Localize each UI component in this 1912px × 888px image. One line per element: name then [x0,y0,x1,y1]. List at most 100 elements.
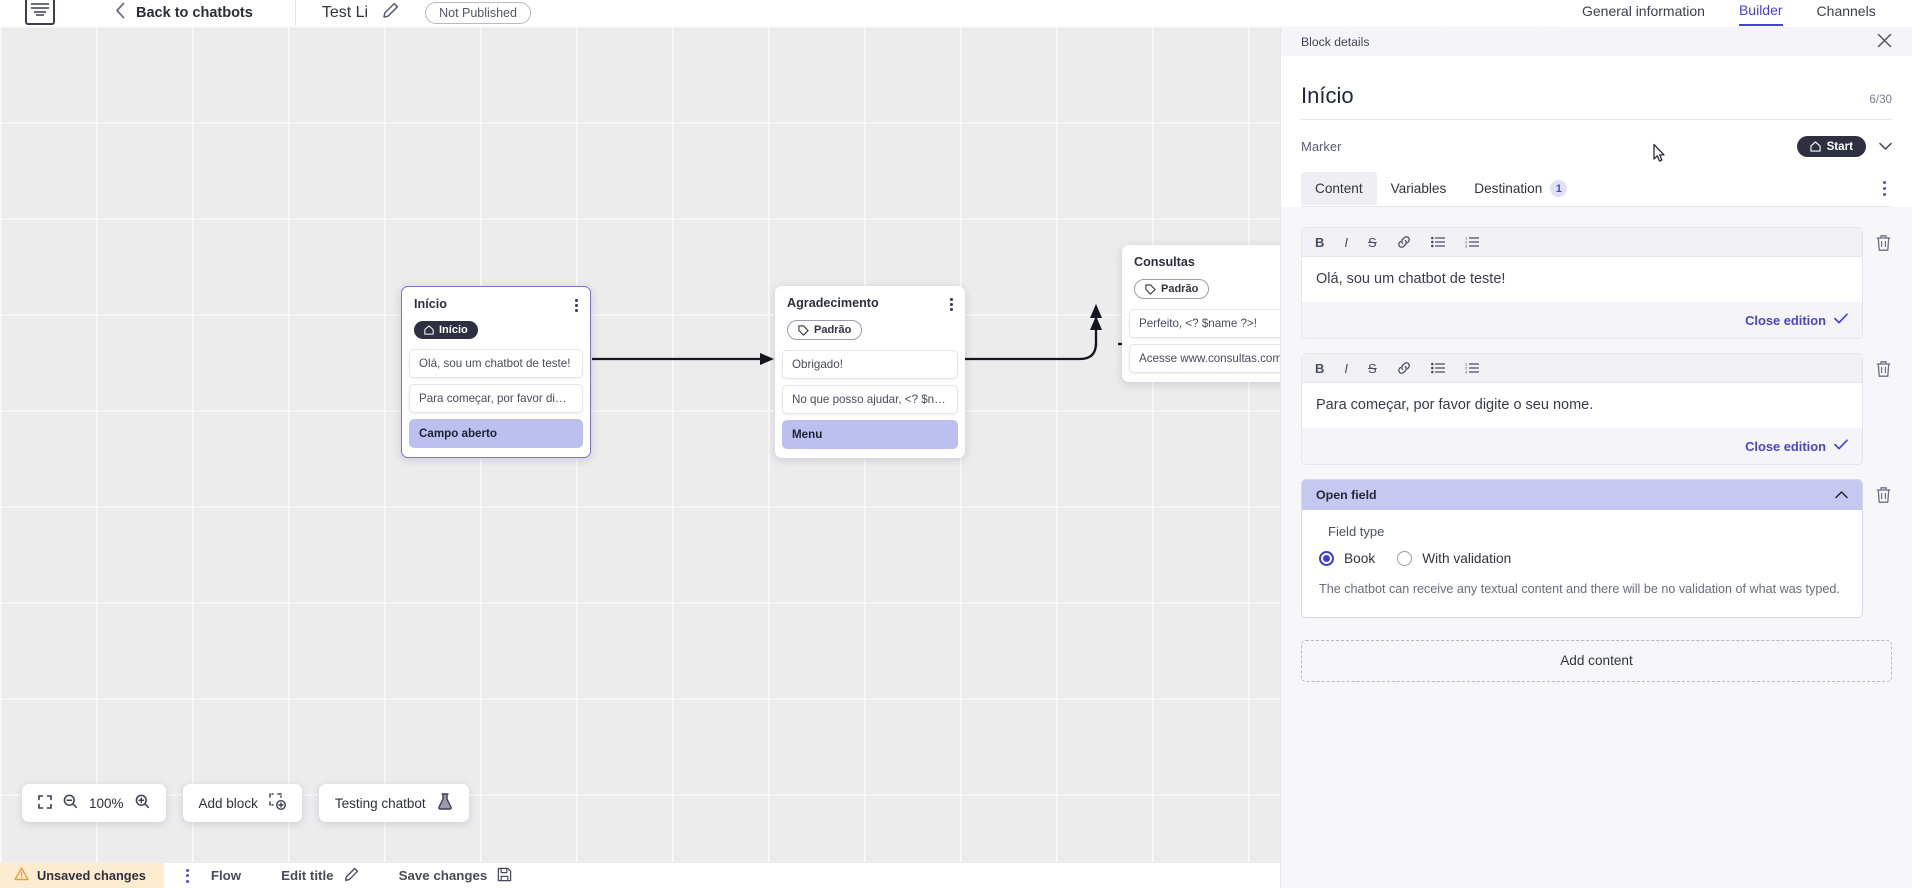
zoom-in-icon[interactable] [135,794,150,812]
character-counter: 6/30 [1869,93,1892,106]
marker-selector[interactable]: Start [1796,136,1892,157]
kebab-menu-icon[interactable] [1882,180,1892,197]
tab-content-label: Content [1315,181,1363,196]
italic-icon[interactable]: I [1344,360,1349,376]
vtex-logo-icon[interactable] [25,0,55,25]
add-block-label: Add block [198,795,258,811]
node-row[interactable]: Acesse www.consultas.com par... [1129,343,1305,373]
tab-channels[interactable]: Channels [1816,2,1876,19]
open-field-header[interactable]: Open field [1302,480,1862,511]
warning-triangle-icon [14,867,29,884]
pencil-icon [344,867,359,885]
tab-variables[interactable]: Variables [1377,172,1461,205]
back-to-chatbots-label[interactable]: Back to chatbots [136,5,253,21]
check-icon[interactable] [1834,311,1848,329]
node-badge-label: Padrão [1161,283,1199,296]
destination-count-badge: 1 [1550,180,1568,197]
svg-text:1: 1 [1465,362,1468,367]
edit-title-button[interactable]: Edit title [281,867,358,885]
fit-screen-icon[interactable] [38,794,52,812]
node-badge-row: Padrão [1122,270,1312,300]
testing-chatbot-button[interactable]: Testing chatbot [318,784,469,822]
radio-with-validation[interactable]: With validation [1397,551,1511,567]
node-row[interactable]: Perfeito, <? $name ?>! [1129,308,1305,338]
header-divider [294,0,296,26]
chevron-left-icon[interactable] [115,2,126,24]
zoom-out-icon[interactable] [63,794,78,812]
node-row[interactable]: No que posso ajudar, <? $name ... [782,384,958,414]
kebab-menu-icon[interactable] [185,868,189,883]
node-row[interactable]: Olá, sou um chatbot de teste! [409,349,583,379]
add-block-button[interactable]: Add block [182,784,302,822]
radio-indicator [1319,551,1334,567]
panel-tabs: Content Variables Destination 1 [1301,171,1892,207]
field-type-radio-group: Book With validation [1319,551,1845,567]
strikethrough-icon[interactable]: S [1368,234,1377,250]
save-changes-button[interactable]: Save changes [399,867,513,885]
close-icon[interactable] [1877,33,1892,51]
trash-icon[interactable] [1875,353,1892,383]
kebab-menu-icon[interactable] [950,296,953,312]
editor-footer: Close edition [1302,428,1862,465]
bullet-list-icon[interactable] [1430,236,1445,248]
flow-node-inicio[interactable]: Início Início Olá, sou um chatbot de tes… [401,286,591,459]
link-icon[interactable] [1397,235,1411,249]
tab-builder[interactable]: Builder [1738,2,1783,26]
node-row[interactable]: Menu [782,419,958,449]
close-edition-label[interactable]: Close edition [1745,312,1826,328]
tab-general-information[interactable]: General information [1582,2,1705,19]
svg-text:2: 2 [1465,240,1468,245]
node-title: Consultas [1134,255,1195,269]
panel-header-bar: Block details [1281,27,1912,56]
tag-icon [798,324,809,336]
kebab-menu-icon[interactable] [575,297,578,313]
italic-icon[interactable]: I [1344,234,1349,250]
floppy-disk-icon [497,867,512,885]
editor-text[interactable]: Para começar, por favor digite o seu nom… [1302,383,1862,429]
node-row[interactable]: Obrigado! [782,349,958,379]
chevron-down-icon[interactable] [1879,138,1892,156]
flow-node-agradecimento[interactable]: Agradecimento Padrão Obrigado! No que po… [775,286,965,458]
chevron-up-icon[interactable] [1835,488,1848,502]
zoom-level-label: 100% [89,795,124,811]
bold-icon[interactable]: B [1315,234,1325,250]
bold-icon[interactable]: B [1315,360,1325,376]
bullet-list-icon[interactable] [1430,362,1445,374]
radio-book[interactable]: Book [1319,551,1375,567]
open-field-body: Field type Book With validation The [1302,510,1862,617]
strikethrough-icon[interactable]: S [1368,360,1377,376]
marker-value-badge: Start [1796,136,1866,157]
trash-icon[interactable] [1875,479,1892,509]
editor-text[interactable]: Olá, sou um chatbot de teste! [1302,257,1862,303]
zoom-controls: 100% [22,784,166,822]
link-icon[interactable] [1397,361,1411,375]
node-marker-badge: Padrão [1134,279,1210,300]
node-rows: Obrigado! No que posso ajudar, <? $name … [775,349,965,449]
trash-icon[interactable] [1875,227,1892,257]
add-block-icon [269,793,286,813]
close-edition-label[interactable]: Close edition [1745,438,1826,454]
flow-label: Flow [210,868,242,883]
tab-variables-label: Variables [1390,181,1447,196]
node-row[interactable]: Campo aberto [409,419,583,449]
canvas-toolbar: 100% Add block Testing chatbot [22,784,469,822]
pencil-icon[interactable] [382,2,399,24]
add-content-button[interactable]: Add content [1301,639,1892,682]
marker-row: Marker Start [1301,120,1892,171]
tab-destination[interactable]: Destination 1 [1460,171,1581,206]
flow-button[interactable]: Flow [211,868,241,883]
svg-text:2: 2 [1465,366,1468,371]
node-row[interactable]: Para começar, por favor digite o ... [409,384,583,414]
open-field-card[interactable]: Open field Field type Book [1301,479,1863,618]
check-icon[interactable] [1834,437,1848,455]
tab-content[interactable]: Content [1301,172,1377,205]
edit-title-label: Edit title [281,868,334,883]
node-title: Agradecimento [787,296,879,310]
